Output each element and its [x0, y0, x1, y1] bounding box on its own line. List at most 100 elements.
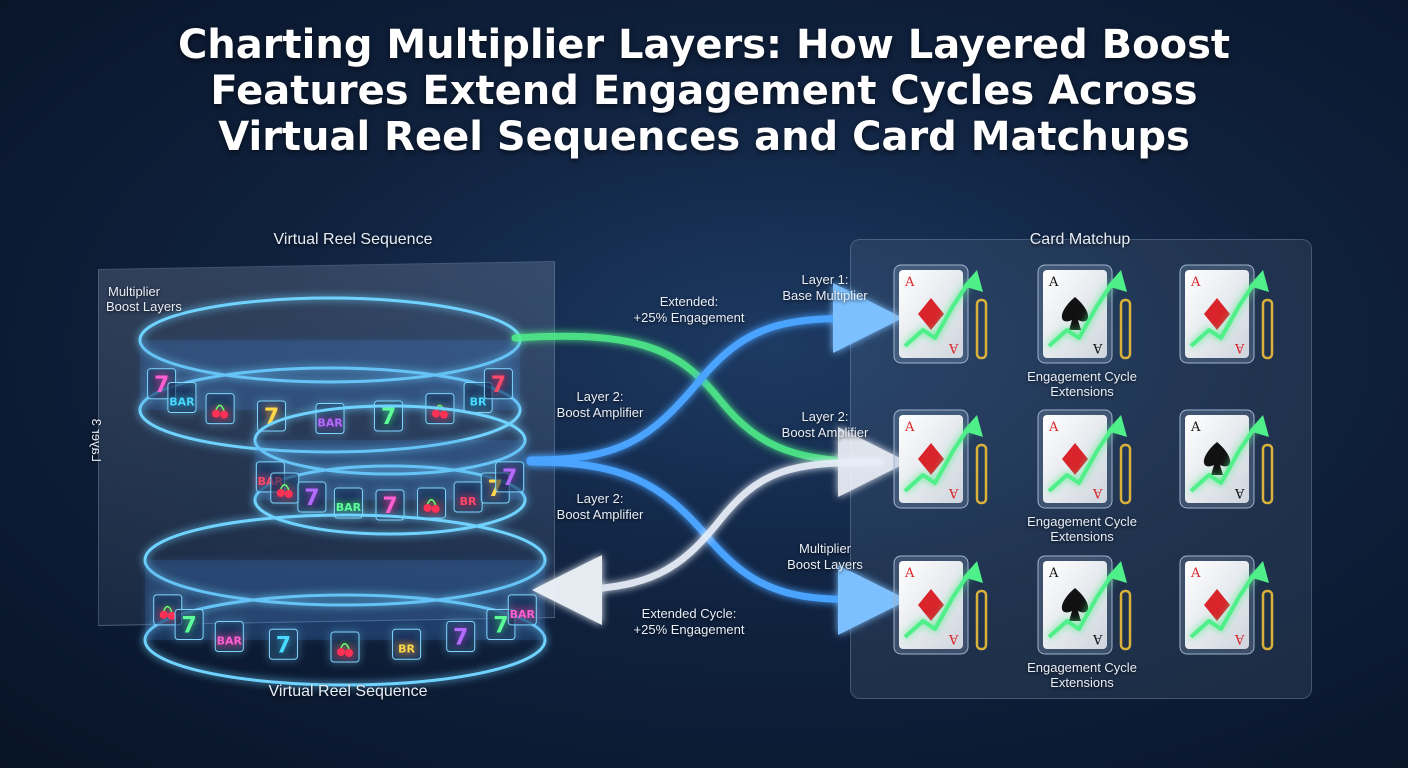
blue-flow-to-layer1 — [526, 283, 903, 464]
boost-bar — [975, 589, 988, 651]
trend-arrow-icon — [1189, 571, 1257, 639]
layer2c-title: Layer 2: — [801, 409, 849, 424]
diamond-suit-icon — [1062, 443, 1088, 475]
card-rank: A — [1234, 340, 1245, 355]
title-line-2: Features Extend Engagement Cycles Across — [210, 68, 1198, 114]
reel-tile — [174, 609, 204, 640]
layer2c-value: Boost Amplifier — [781, 425, 869, 440]
trend-arrowhead-icon — [963, 270, 983, 292]
row1-caption-line1: Engagement Cycle — [1027, 369, 1137, 384]
boost-bar — [975, 298, 988, 360]
reel-tile — [214, 620, 244, 652]
card-rank: A — [904, 275, 915, 290]
virtual-reel-rings: 7BAR7BAR7BR7BAR7BAR7BR777BAR7BR77BAR — [138, 296, 547, 687]
trend-arrowhead-icon — [1249, 270, 1269, 292]
reel-symbol: BR — [470, 396, 487, 409]
card-rank: A — [1092, 340, 1103, 355]
layer1-title: Layer 1: — [801, 272, 849, 287]
row3-caption-line2: Extensions — [1050, 675, 1114, 690]
reel-top-label: Virtual Reel Sequence — [273, 231, 433, 248]
playing-card: AA — [1179, 409, 1274, 509]
reel-symbol: BAR — [217, 634, 243, 647]
card-rank: A — [1048, 420, 1059, 435]
diamond-suit-icon — [1204, 589, 1230, 621]
reel-symbol: 7 — [304, 486, 319, 511]
reel-tile — [167, 382, 197, 413]
trend-arrowhead-icon — [1107, 415, 1127, 437]
spade-suit-icon — [1061, 297, 1089, 330]
reel-symbol: BR — [398, 642, 415, 655]
reel-side-label-multiplier: Multiplier — [108, 284, 161, 299]
cherry-icon — [423, 498, 440, 513]
reel-symbol: 7 — [181, 614, 196, 639]
boost-bar — [1119, 589, 1132, 651]
trend-arrow-icon — [1189, 425, 1257, 493]
reel-symbol: 7 — [491, 373, 506, 398]
trend-arrowhead-icon — [1107, 270, 1127, 292]
flow-arrows — [511, 283, 908, 635]
card-rank: A — [1190, 275, 1201, 290]
boost-bar — [1261, 589, 1274, 651]
trend-arrowhead-icon — [963, 415, 983, 437]
reel-symbol: 7 — [493, 614, 508, 639]
card-matchup-title: Card Matchup — [1029, 231, 1131, 248]
reel-symbol: 7 — [264, 405, 279, 430]
trend-arrow-icon — [903, 571, 971, 639]
boost-bar — [1119, 298, 1132, 360]
card-rank: A — [904, 566, 915, 581]
card-rank: A — [904, 420, 915, 435]
trend-arrow-icon — [1047, 571, 1115, 639]
reel-symbol: BR — [460, 495, 477, 508]
card-rank: A — [948, 340, 959, 355]
boost-bar — [1119, 443, 1132, 505]
boost-bar — [1261, 443, 1274, 505]
playing-card: AA — [893, 555, 988, 655]
card-rank: A — [1234, 631, 1245, 646]
reel-symbol: BAR — [336, 501, 362, 514]
trend-arrow-icon — [1189, 280, 1257, 348]
page-title: Charting Multiplier Layers: How Layered … — [0, 22, 1408, 160]
white-flow-return — [532, 458, 884, 625]
diamond-suit-icon — [918, 589, 944, 621]
card-rank: A — [948, 631, 959, 646]
reel-tile — [330, 631, 360, 663]
reel-tile — [373, 400, 403, 432]
green-flow — [511, 332, 908, 497]
layer2b-value: Boost Amplifier — [556, 507, 644, 522]
reel-tile — [205, 393, 235, 425]
card-rank: A — [1234, 485, 1245, 500]
diamond-suit-icon — [918, 298, 944, 330]
reel-tile — [333, 487, 363, 519]
layer1-value: Base Multiplier — [782, 288, 868, 303]
reel-tile — [297, 481, 327, 513]
trend-arrow-icon — [1047, 425, 1115, 493]
reel-symbol: 7 — [502, 466, 517, 491]
trend-arrow-icon — [903, 425, 971, 493]
reel-symbol: 7 — [381, 405, 396, 430]
reel-tile — [495, 461, 525, 493]
row2-caption-line2: Extensions — [1050, 529, 1114, 544]
title-line-3: Virtual Reel Sequences and Card Matchups — [218, 114, 1190, 160]
reel-symbol: 7 — [154, 373, 169, 398]
cherry-icon — [276, 484, 293, 498]
layer2a-value: Boost Amplifier — [556, 405, 644, 420]
reel-tile — [417, 487, 447, 519]
reel-symbol: 7 — [276, 633, 291, 658]
playing-card: AA — [1179, 555, 1274, 655]
playing-card: AA — [1037, 409, 1132, 509]
reel-mirrored-label: Layer 3 — [89, 418, 104, 462]
reel-tile — [270, 472, 300, 504]
card-rank: A — [1190, 566, 1201, 581]
reel-symbol: 7 — [453, 625, 468, 650]
card-rank: A — [1048, 566, 1059, 581]
reel-tile — [257, 400, 287, 432]
trend-arrowhead-icon — [963, 561, 983, 583]
diamond-suit-icon — [1204, 298, 1230, 330]
row2-caption-line1: Engagement Cycle — [1027, 514, 1137, 529]
layer2b-title: Layer 2: — [576, 491, 624, 506]
